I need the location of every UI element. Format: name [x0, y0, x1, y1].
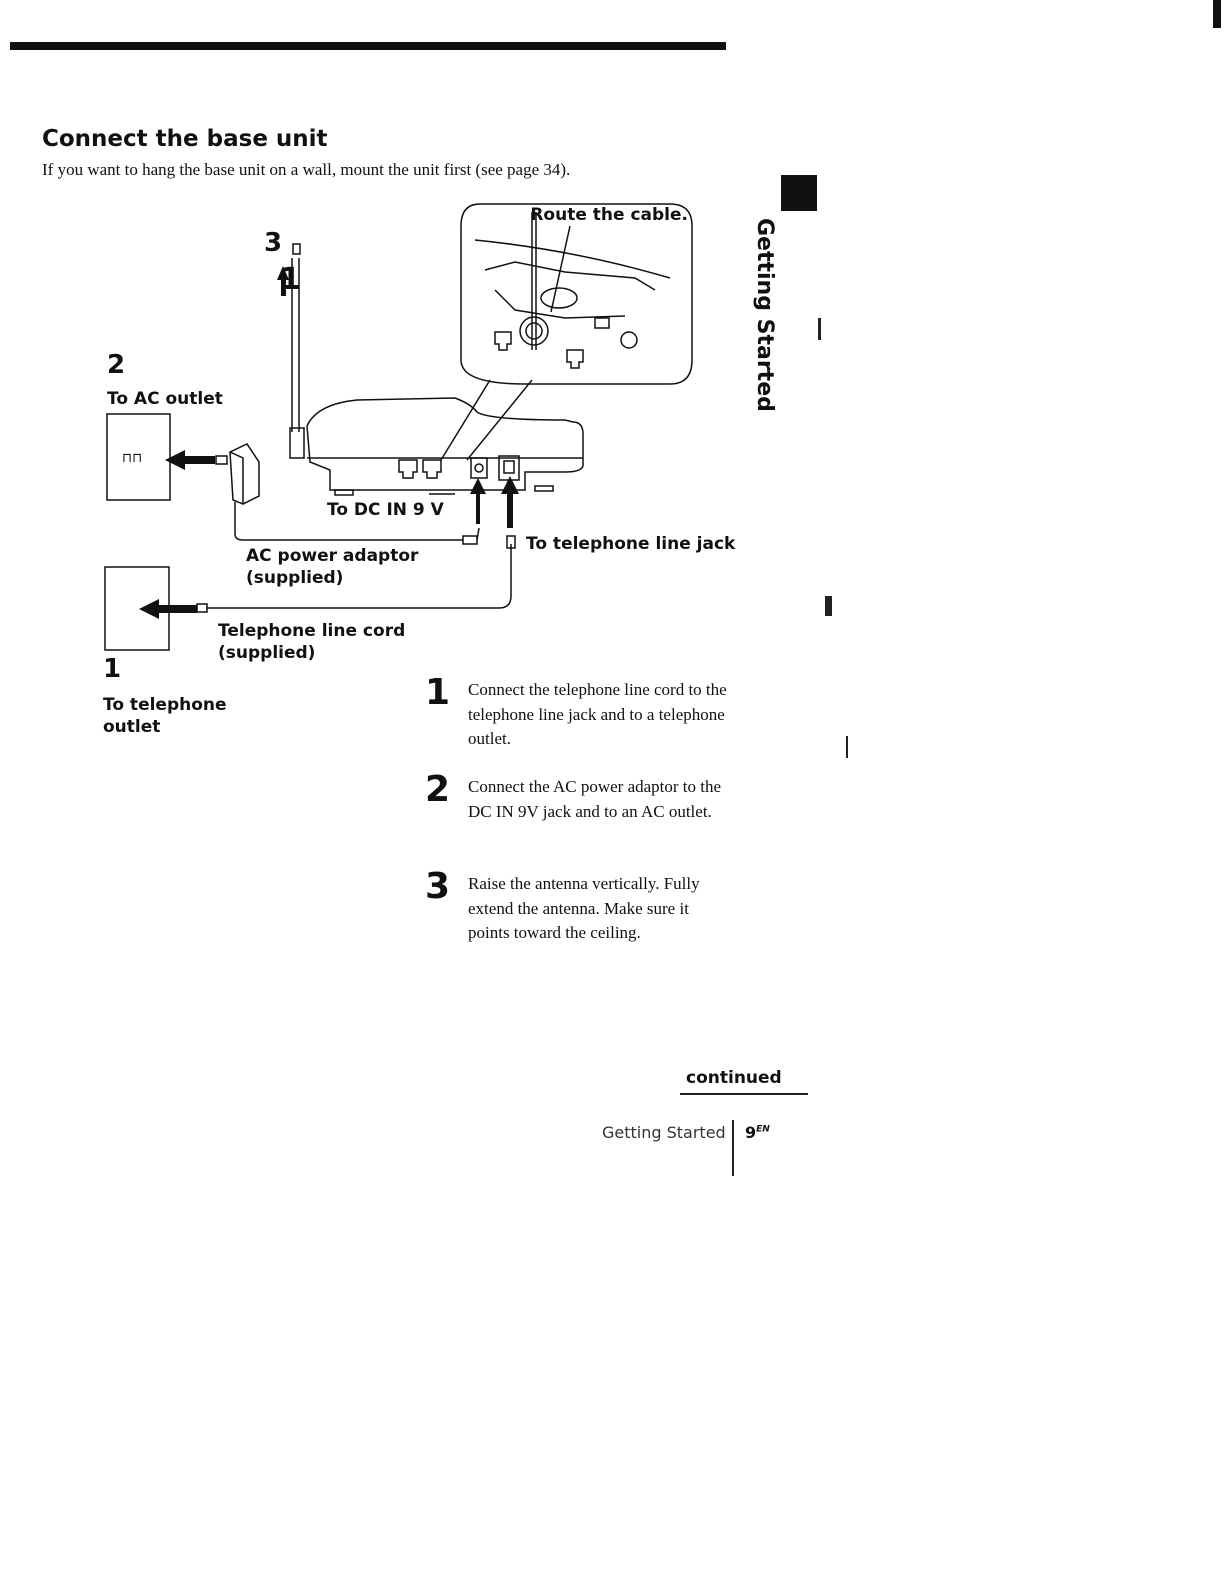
top-rule	[10, 42, 726, 50]
tel-outlet-label: To telephone	[103, 695, 227, 715]
ac-outlet-label: To AC outlet	[107, 389, 223, 409]
step-text: Connect the AC power adaptor to the DC I…	[468, 777, 722, 821]
edge-mark	[1213, 0, 1221, 28]
callout-box	[460, 203, 693, 385]
tel-outlet-step-number: 1	[103, 654, 122, 684]
footer-section-name: Getting Started	[602, 1123, 726, 1142]
line-jack-label: To telephone line jack	[526, 534, 736, 554]
side-tab-label: Getting Started	[752, 218, 777, 412]
scan-mark	[846, 736, 848, 758]
ac-adaptor	[229, 443, 260, 505]
scan-mark	[818, 318, 821, 340]
intro-text: If you want to hang the base unit on a w…	[42, 160, 571, 179]
adaptor-label: AC power adaptor	[246, 546, 419, 566]
tel-outlet-label-2: outlet	[103, 717, 161, 737]
adaptor-supplied-label: (supplied)	[246, 568, 344, 588]
callout-label: Route the cable.	[530, 205, 688, 225]
antenna-arrow-number: 1	[280, 262, 301, 297]
ac-outlet-step-number: 2	[107, 350, 126, 380]
step-number: 2	[425, 769, 451, 810]
callout-label-wrap: Route the cable.	[452, 204, 688, 226]
page-number: 9EN	[745, 1123, 770, 1142]
scan-mark	[825, 596, 832, 616]
cord-label: Telephone line cord	[218, 621, 406, 641]
step-text: Connect the telephone line cord to the t…	[468, 680, 727, 748]
section-title: Connect the base unit	[42, 126, 328, 152]
base-unit	[306, 397, 584, 491]
continued-label: continued	[686, 1068, 782, 1088]
continued-rule	[680, 1093, 808, 1095]
step-number: 1	[425, 672, 451, 713]
step-text: Raise the antenna vertically. Fully exte…	[468, 874, 700, 942]
side-tab: Getting Started	[752, 218, 778, 418]
dc-in-label: To DC IN 9 V	[327, 500, 444, 520]
antenna-step-number: 3	[264, 228, 283, 258]
ac-outlet-plate	[106, 413, 171, 501]
side-tab-marker	[781, 175, 817, 211]
connection-diagram: ⊓⊓	[104, 203, 693, 651]
page-number-suffix: EN	[756, 1124, 770, 1135]
step-number: 3	[425, 866, 451, 907]
cord-supplied-label: (supplied)	[218, 643, 316, 663]
page-number-value: 9	[745, 1123, 757, 1142]
telephone-cord	[207, 544, 512, 609]
adaptor-cable	[234, 502, 463, 541]
outlet-slots: ⊓⊓	[122, 451, 142, 466]
footer-divider	[732, 1120, 734, 1176]
